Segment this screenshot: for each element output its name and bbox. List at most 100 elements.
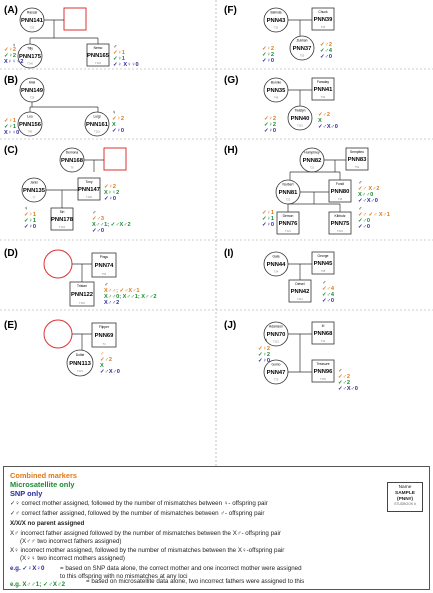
node-name: Kibbutz — [335, 214, 346, 218]
unknown-father-node — [63, 7, 87, 31]
node-name: Siri — [60, 210, 65, 214]
marks-offspring: ✓♂4✓♂4✓♂0 — [322, 286, 335, 304]
marks-female: ✓♀2✓♀2✓♀0 — [258, 346, 270, 364]
studbook-number: T32 — [321, 95, 326, 99]
node-name: Faraday — [317, 80, 329, 84]
assignment-mark: ✓♀2 — [4, 53, 16, 59]
panel-label: (G) — [224, 75, 238, 86]
marks-offspring-2: ✓♀1✓♀1✓♀ X♀♀0 — [113, 50, 139, 68]
assignment-mark: X — [100, 363, 104, 369]
studbook-number: T201 — [337, 229, 343, 233]
node-id: PNN122 — [71, 292, 93, 298]
node-id: PNN37 — [293, 46, 312, 52]
studbook-number: T45 — [338, 197, 343, 201]
panel-label: (D) — [4, 248, 18, 259]
node-id: PNN168 — [61, 158, 84, 164]
assignment-mark: X♂♂0 — [358, 192, 373, 198]
assignment-mark: ✓♀2 — [258, 346, 270, 352]
assignment-mark: ✓♂2 — [338, 374, 350, 380]
assignment-mark: ✓♀1 — [113, 56, 125, 62]
marks-offspring-2: ✓♂ ✓♂ X♂1✓♂0✓♂0 — [358, 212, 390, 230]
node-id: PNN68 — [314, 331, 333, 337]
assignment-mark: ✓♀0 — [24, 224, 36, 230]
studbook-number: T24 — [274, 269, 279, 273]
node-id: PNN147 — [78, 187, 100, 193]
assignment-mark: ✓♂X♂0 — [100, 369, 120, 375]
assignment-mark: ✓♀2 — [264, 116, 276, 122]
studbook-number: T23 — [30, 25, 35, 29]
node-name: George — [318, 254, 329, 258]
marks-offspring-2: ✓♀2X✓♀0 — [112, 116, 124, 134]
assignment-mark: ✓♀1 — [262, 216, 274, 222]
panel-label: (H) — [224, 145, 238, 156]
sex-symbol: ♂ — [358, 206, 362, 212]
studbook-number: T80 — [28, 129, 33, 133]
node-name: Demona — [66, 150, 79, 154]
studbook-number: T114 — [297, 297, 303, 301]
node-id: PNN42 — [291, 289, 310, 295]
marks-offspring-1: ✓♀2✓♀2X♀♀♀2 — [4, 47, 23, 65]
node-id: PNN39 — [314, 17, 333, 23]
node-id: PNN74 — [95, 263, 114, 269]
assignment-mark: ✓♂0 — [92, 228, 104, 234]
marks-offspring: ✓♂3X♂♂1; ✓♂X♂2✓♂0 — [92, 216, 131, 234]
node-name: Demon — [283, 214, 294, 218]
assignment-mark: ✓♂0 — [322, 298, 334, 304]
studbook-number: T54 — [102, 272, 107, 276]
assignment-mark: ✓♂0 — [358, 224, 370, 230]
node-name: Gaia — [273, 254, 280, 258]
marks-father: ✓♂2X✓♂X♂0 — [318, 112, 338, 130]
assignment-mark: ✓♂0 — [320, 54, 332, 60]
assignment-mark: ✓♂4 — [320, 48, 333, 54]
legend-line-4a: X♂ incorrect father assigned followed by… — [10, 530, 281, 537]
node-id: PNN80 — [331, 189, 350, 195]
sex-symbol: ♂ — [338, 368, 342, 374]
assignment-mark: X♂♂2 — [104, 300, 119, 306]
node-id: PNN156 — [19, 122, 42, 128]
assignment-mark: ✓♀2 — [262, 52, 274, 58]
assignment-mark: ✓♂X♂0 — [358, 198, 378, 204]
studbook-number: T121 — [77, 369, 83, 373]
assignment-mark: ✓♂4 — [322, 286, 335, 292]
sex-symbol: ♀ — [12, 43, 16, 49]
node-id: PNN83 — [348, 157, 367, 163]
legend-eg1-code: e.g. ✓♀X♀0 — [10, 565, 45, 572]
assignment-mark: X♀♀2 — [104, 190, 119, 196]
legend-line-5a: X♀ incorrect mother assigned, followed b… — [10, 547, 285, 554]
node-name: Janis — [30, 180, 38, 184]
sex-symbol: ♂ — [322, 280, 326, 286]
assignment-mark: ✓♂2 — [100, 357, 112, 363]
legend-line-5b: (X♀♀ two incorrect mothers assigned) — [20, 555, 125, 562]
node-id: PNN43 — [267, 18, 286, 24]
assignment-mark: ✓♀0 — [262, 58, 274, 64]
node-name: Norbert — [283, 182, 294, 186]
studbook-number: T54 — [355, 165, 360, 169]
node-id: PNN75 — [331, 221, 350, 227]
sex-symbol: ♂ — [92, 210, 96, 216]
sex-symbol: ♂ — [104, 282, 108, 288]
node-id: PNN47 — [267, 370, 286, 376]
panel-label: (J) — [224, 320, 236, 331]
assignment-mark: X♂♂0; X♂♂1; X♂♂2 — [104, 294, 157, 300]
node-name: III — [322, 324, 325, 328]
node-id: PNN135 — [23, 188, 46, 194]
assignment-mark: ✓♂3 — [92, 216, 104, 222]
assignment-mark: ✓♀ X♀♀0 — [113, 62, 139, 68]
